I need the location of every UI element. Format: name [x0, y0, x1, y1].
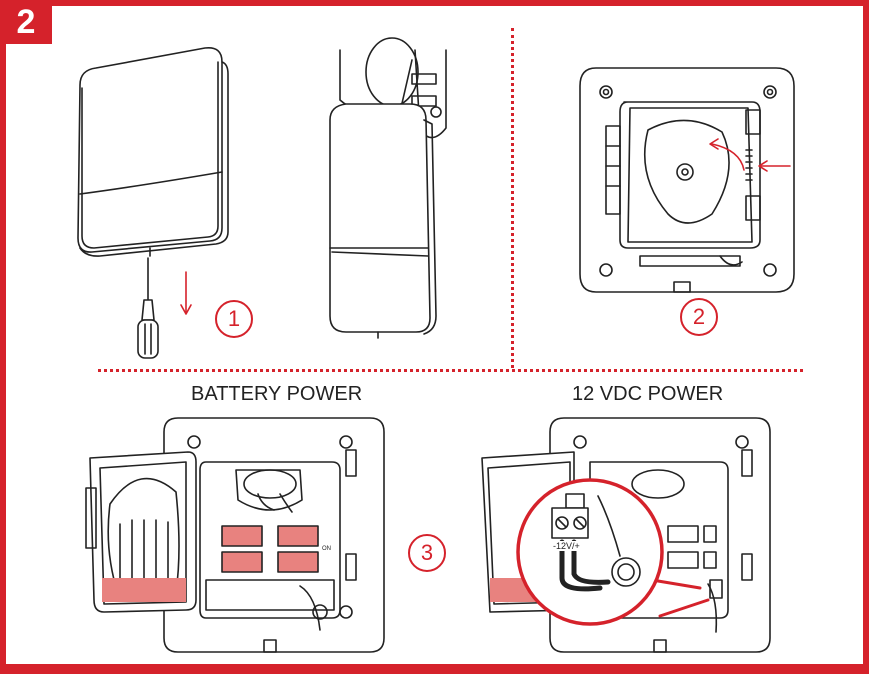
battery-device: [85, 417, 385, 653]
cover-tab-text: ON: [322, 546, 331, 552]
device-interior: [579, 67, 795, 293]
device-front-closed: [77, 46, 229, 257]
down-arrow: [180, 271, 192, 315]
battery-power-title: BATTERY POWER: [191, 383, 363, 405]
device-side-open: [329, 37, 447, 339]
terminal-polarity-label: -12V/+: [553, 541, 580, 551]
dc-power-title: 12 VDC POWER: [572, 383, 724, 405]
step-number-badge: 2: [0, 0, 52, 44]
terminal-zoom-callout: [516, 478, 710, 626]
marker-1: 1: [215, 300, 253, 338]
horizontal-divider: [98, 369, 803, 372]
marker-2: 2: [680, 298, 718, 336]
marker-3: 3: [408, 534, 446, 572]
bottom-border: [0, 664, 869, 674]
screwdriver: [137, 257, 159, 359]
rotate-arrow: [709, 138, 791, 172]
vertical-divider: [511, 28, 514, 368]
